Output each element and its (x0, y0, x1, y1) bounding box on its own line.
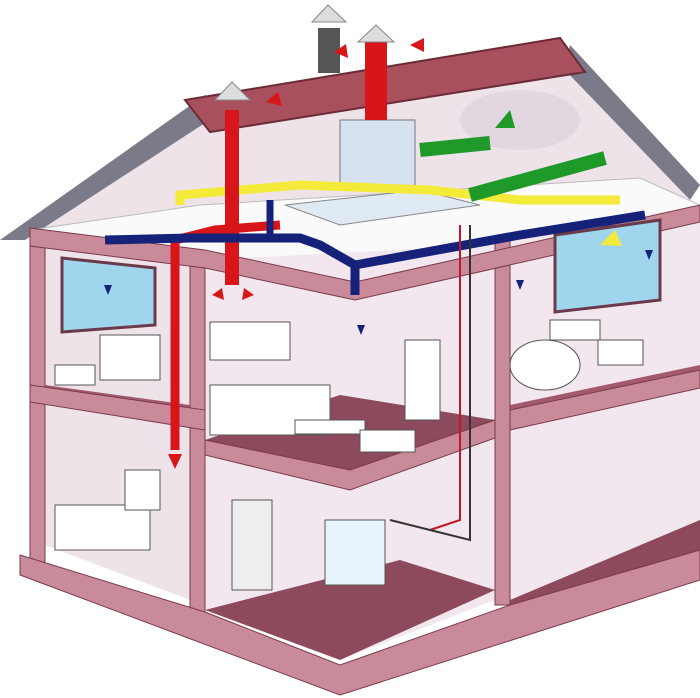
vent-cap-icon (213, 81, 252, 101)
air-flow-arrow-icon (495, 110, 515, 128)
foundation (19, 549, 700, 696)
air-flow-arrow-icon (104, 250, 653, 335)
boiler-icon (324, 519, 386, 586)
air-flow-arrow-icon (600, 230, 622, 246)
air-flow-arrow-icon (168, 38, 424, 469)
radiator-icon (359, 429, 416, 453)
roof-right-slope (565, 45, 700, 200)
vent-cap-icon (310, 4, 348, 23)
sofa (509, 339, 581, 391)
bed (99, 334, 161, 381)
heating-pipe (389, 225, 471, 542)
fresh-air-duct (468, 151, 607, 202)
radiator-icon (54, 364, 96, 386)
left-mid-slab (29, 384, 206, 431)
fridge (404, 339, 441, 421)
toilet (124, 469, 161, 511)
center-wall (189, 249, 206, 616)
ventilation-unit (339, 119, 416, 191)
coffee-table (549, 319, 601, 341)
bathtub (54, 504, 151, 551)
front-mid-slab (204, 419, 496, 491)
window-left (60, 256, 157, 334)
ground-floor (205, 560, 495, 660)
vent-cap-icon (356, 24, 396, 43)
wall-cabinets (209, 321, 291, 361)
heating-pipe (429, 225, 461, 531)
heat-exchanger (284, 189, 481, 226)
top-slab (29, 204, 700, 301)
window-right (553, 218, 662, 314)
door (231, 499, 273, 591)
right-wall (494, 239, 511, 606)
chimney (318, 28, 340, 73)
insulated-duct (175, 180, 620, 205)
table (294, 419, 366, 435)
exhaust-duct (104, 233, 360, 295)
kitchen-cabinets (209, 384, 331, 436)
fresh-air-duct (419, 136, 491, 157)
exhaust-stack (365, 40, 387, 120)
attic-cloud (460, 90, 580, 150)
exhaust-duct (354, 210, 646, 270)
roof-gable-outline (0, 95, 225, 240)
right-mid-slab (509, 369, 700, 431)
radiator-icon (597, 339, 644, 366)
